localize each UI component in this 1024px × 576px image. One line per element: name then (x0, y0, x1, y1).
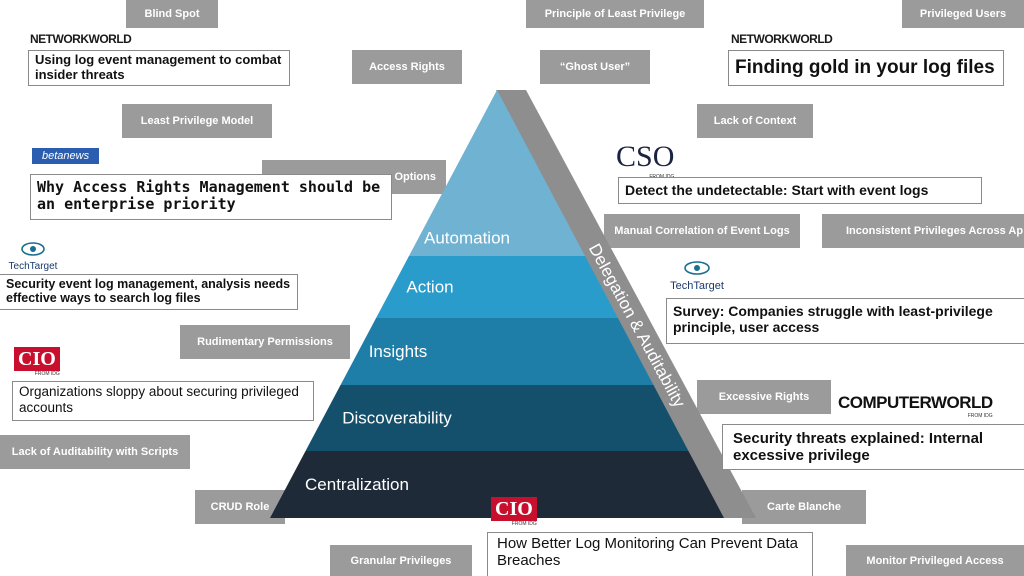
computerworld-from-idg: FROM IDG (967, 413, 993, 419)
tag-principle-least-privilege: Principle of Least Privilege (526, 0, 704, 28)
cio-from-idg: FROM IDG (511, 521, 537, 527)
tag-inconsistent-privileges: Inconsistent Privileges Across Ap (822, 214, 1024, 248)
headline-internal-excessive-privilege: Security threats explained: Internal exc… (722, 424, 1024, 470)
headline-companies-struggle: Survey: Companies struggle with least-pr… (666, 298, 1024, 344)
computerworld-logo: COMPUTERWORLD FROM IDG (838, 393, 993, 419)
pyramid-levels: AutomationActionInsightsDiscoverabilityC… (270, 90, 724, 518)
headline-log-monitoring-breaches: How Better Log Monitoring Can Prevent Da… (487, 532, 813, 576)
pyramid-label-automation: Automation (424, 228, 510, 247)
betanews-logo: betanews (32, 148, 100, 164)
pyramid-label-insights: Insights (369, 342, 428, 361)
tag-lack-of-context: Lack of Context (697, 104, 813, 138)
pyramid-label-centralization: Centralization (305, 475, 409, 494)
headline-finding-gold: Finding gold in your log files (728, 50, 1004, 86)
tag-crud-role: CRUD Role (195, 490, 285, 524)
pyramid-label-action: Action (406, 277, 453, 296)
techtarget-logo: TechTarget (667, 261, 727, 292)
techtarget-eye-icon (684, 261, 710, 275)
cio-wordmark: CIO (14, 347, 60, 371)
tag-carte-blanche: Carte Blanche (742, 490, 866, 524)
headline-sloppy-privileged-accounts: Organizations sloppy about securing priv… (12, 381, 314, 421)
tag-lack-auditability-scripts: Lack of Auditability with Scripts (0, 435, 190, 469)
headline-access-rights-priority: Why Access Rights Management should be a… (30, 174, 392, 220)
techtarget-eye-icon (21, 242, 45, 256)
headline-search-log-files: Security event log management, analysis … (0, 274, 298, 310)
pyramid-label-discoverability: Discoverability (342, 408, 452, 427)
tag-monitor-privileged-access: Monitor Privileged Access (846, 545, 1024, 576)
computerworld-wordmark: COMPUTERWORLD (838, 393, 993, 412)
tag-manual-correlation: Manual Correlation of Event Logs (604, 214, 800, 248)
headline-insider-threats: Using log event management to combat ins… (28, 50, 290, 86)
pyramid-level-centralization (270, 451, 724, 518)
techtarget-wordmark: TechTarget (8, 261, 58, 272)
cso-logo: CSO FROM IDG (616, 140, 674, 180)
tag-excessive-rights: Excessive Rights (697, 380, 831, 414)
cio-logo: CIO FROM IDG (14, 347, 60, 377)
cio-from-idg: FROM IDG (34, 371, 60, 377)
techtarget-wordmark: TechTarget (670, 280, 724, 292)
tag-rudimentary-permissions: Rudimentary Permissions (180, 325, 350, 359)
pyramid-level-discoverability (305, 385, 689, 451)
tag-blind-spot: Blind Spot (126, 0, 218, 28)
pyramid-level-action (376, 256, 618, 318)
pyramid-level-insights (340, 318, 654, 385)
networkworld-logo: NETWORKWORLD (30, 32, 132, 46)
networkworld-logo: NETWORKWORLD (731, 32, 833, 46)
techtarget-logo: TechTarget (6, 242, 60, 272)
cio-logo: CIO FROM IDG (491, 497, 537, 527)
headline-detect-undetectable: Detect the undetectable: Start with even… (618, 177, 982, 204)
tag-ghost-user: “Ghost User” (540, 50, 650, 84)
pyramid-level-automation (408, 90, 586, 256)
tag-least-privilege-model: Least Privilege Model (122, 104, 272, 138)
tag-access-rights: Access Rights (352, 50, 462, 84)
cso-wordmark: CSO (616, 140, 675, 173)
cio-wordmark: CIO (491, 497, 537, 521)
tag-granular-privileges: Granular Privileges (330, 545, 472, 576)
tag-privileged-users: Privileged Users (902, 0, 1024, 28)
delegation-auditability-band (496, 90, 756, 518)
